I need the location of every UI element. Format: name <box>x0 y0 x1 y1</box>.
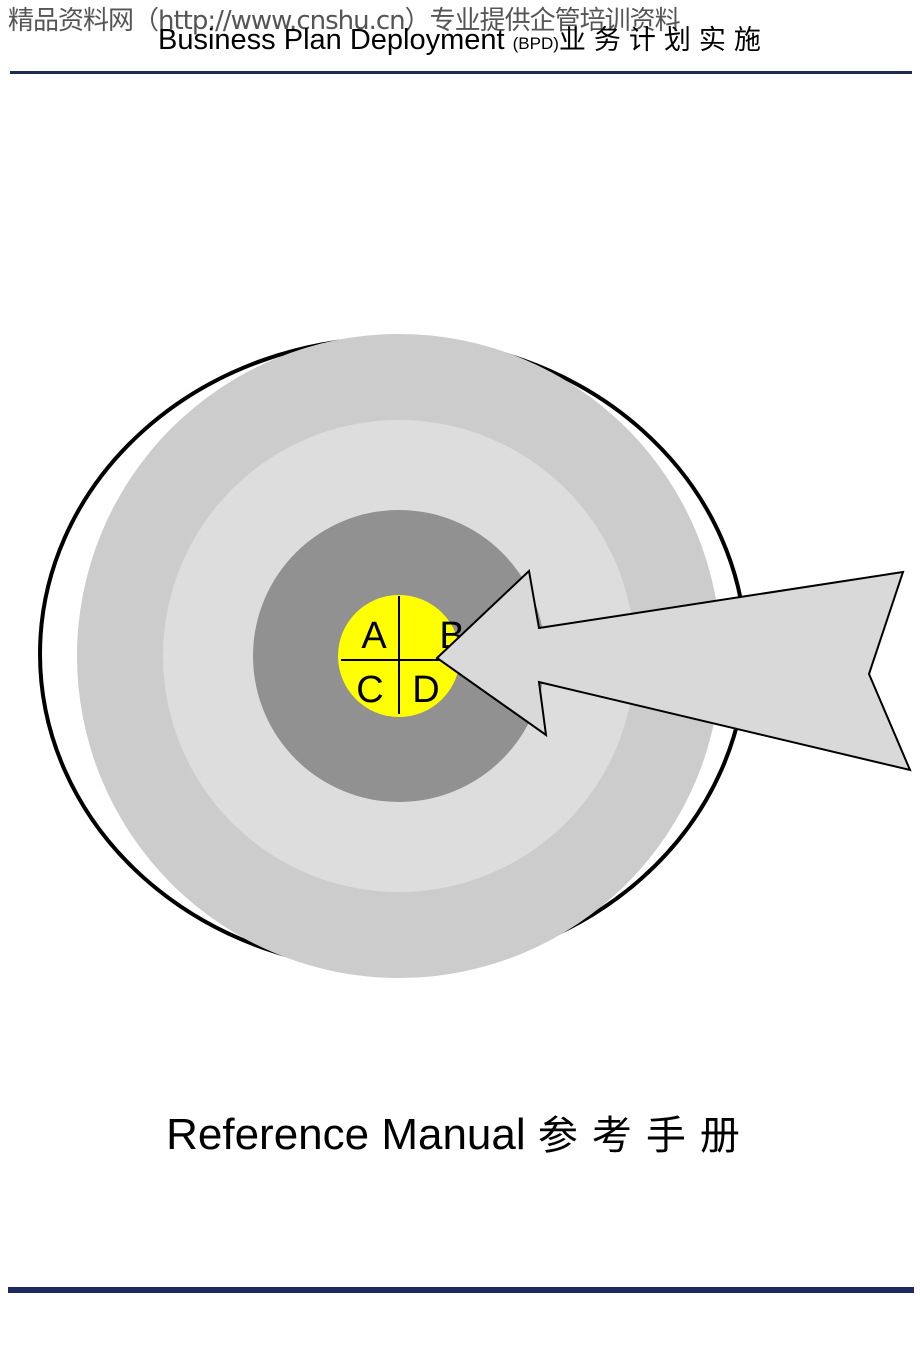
arrow-pointing-to-bullseye <box>435 568 912 772</box>
footer-divider <box>8 1287 914 1293</box>
watermark-text: 精品资料网（http://www.cnshu.cn）专业提供企管培训资料 <box>8 6 681 36</box>
document-title: Business Plan Deployment (BPD)业务计划实施 <box>158 26 769 55</box>
quadrant-d-label: D <box>412 669 439 711</box>
quadrant-c-label: C <box>356 669 383 711</box>
subtitle-english: Reference Manual <box>166 1110 538 1159</box>
title-abbreviation: (BPD) <box>512 34 559 53</box>
header-divider <box>10 71 912 74</box>
title-english: Business Plan Deployment <box>158 24 513 56</box>
subtitle-chinese: 参考手册 <box>537 1113 754 1159</box>
quadrant-a-label: A <box>361 615 387 657</box>
subtitle: Reference Manual 参考手册 <box>0 1103 920 1161</box>
title-chinese: 业务计划实施 <box>558 25 769 56</box>
